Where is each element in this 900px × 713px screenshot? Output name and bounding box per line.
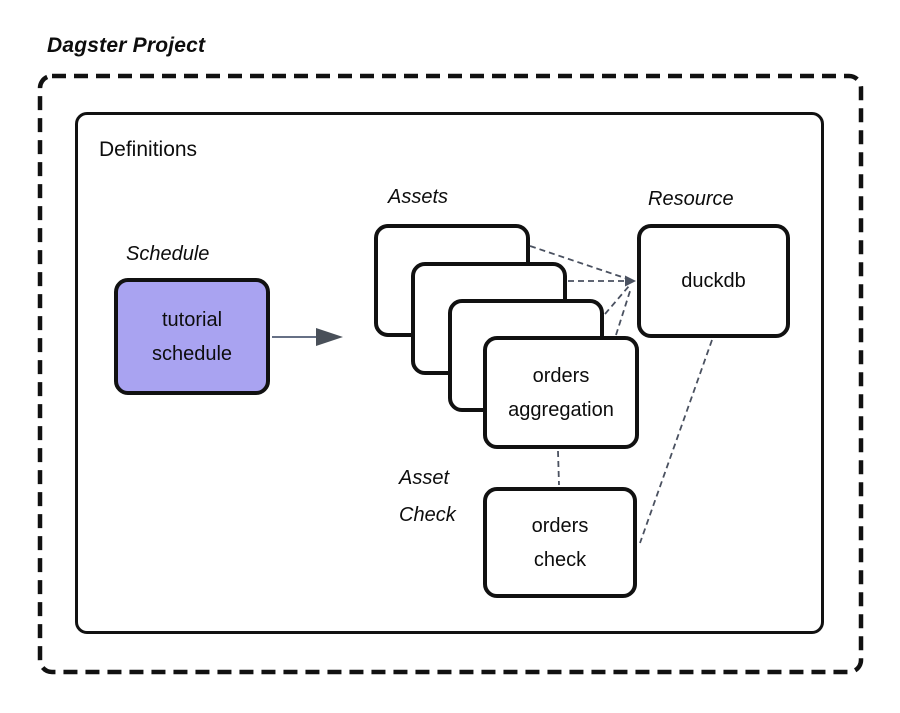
definitions-label: Definitions — [99, 138, 198, 161]
asset-check-label-line2: Check — [399, 504, 456, 526]
schedule-group-label: Schedule — [126, 243, 210, 265]
resource-group-label: Resource — [648, 188, 734, 210]
node-duckdb: duckdb — [637, 224, 790, 338]
orders-check-line1: orders — [531, 514, 589, 537]
orders-check-line2: check — [533, 548, 587, 571]
node-orders-check: orders check — [483, 487, 637, 598]
diagram-title: Dagster Project — [47, 34, 206, 57]
tutorial-schedule-line2: schedule — [151, 342, 233, 365]
node-orders-aggregation: orders aggregation — [483, 336, 639, 449]
assets-group-label: Assets — [388, 186, 449, 208]
asset-check-group-label: Asset Check — [399, 460, 456, 534]
orders-aggregation-line1: orders — [532, 364, 590, 387]
duckdb-label: duckdb — [681, 270, 746, 292]
orders-aggregation-line2: aggregation — [508, 398, 614, 421]
asset-check-label-line1: Asset — [399, 467, 450, 489]
node-tutorial-schedule: tutorial schedule — [114, 278, 270, 395]
tutorial-schedule-line1: tutorial — [161, 308, 223, 331]
